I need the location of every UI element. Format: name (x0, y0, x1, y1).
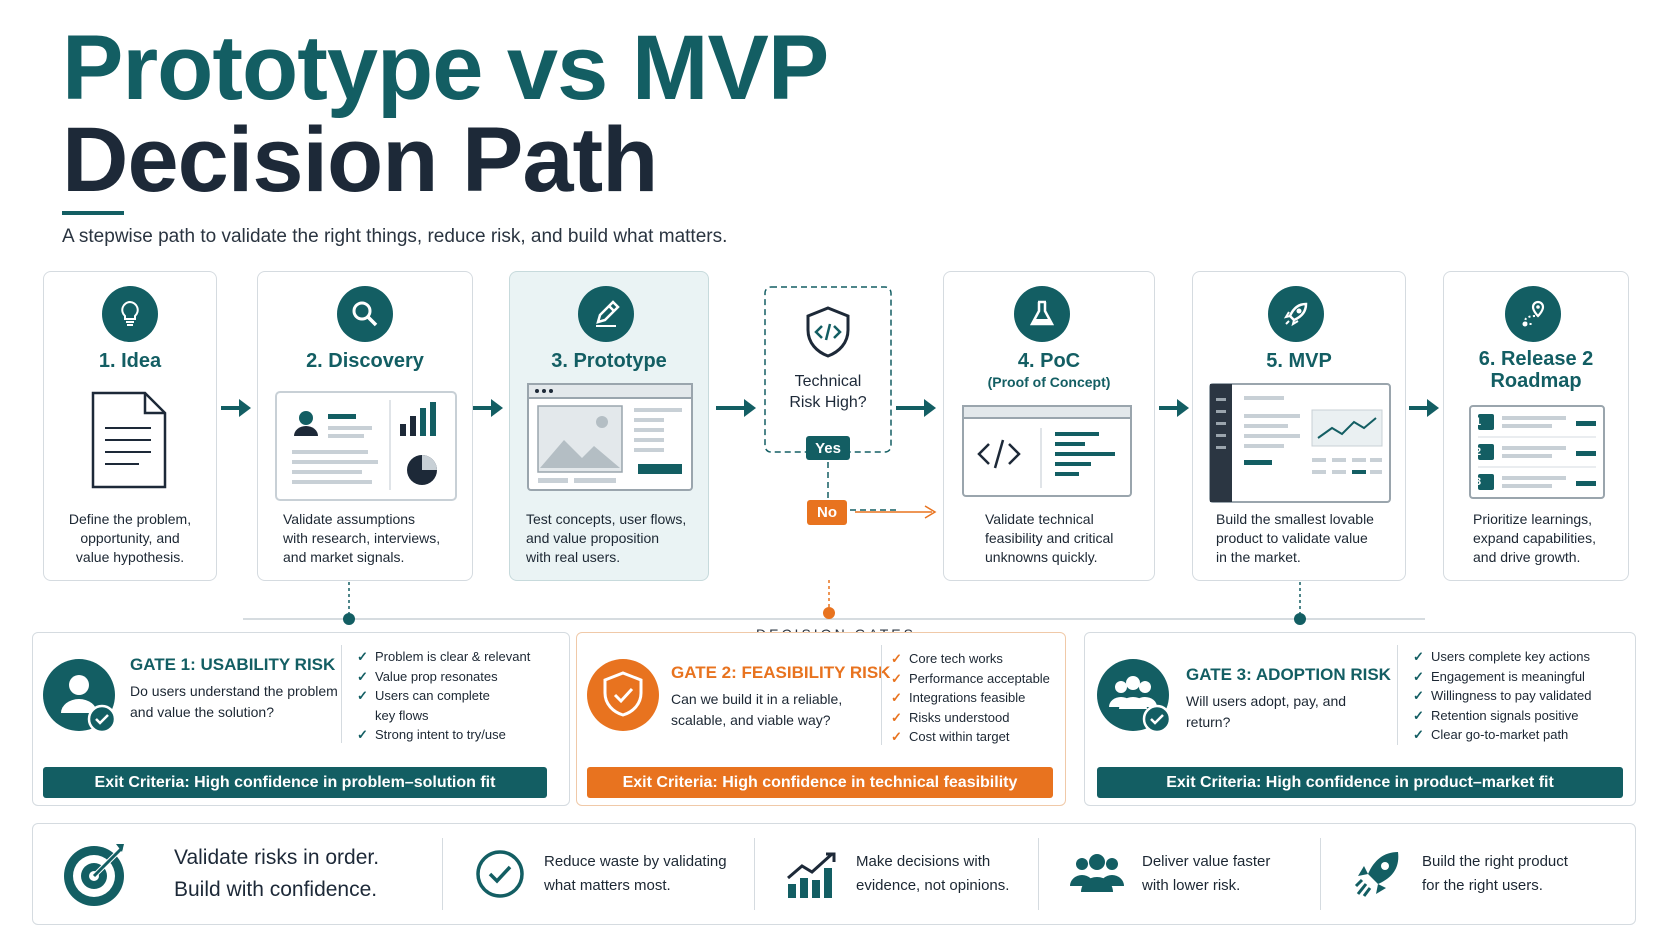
wireframe-illustration (527, 383, 693, 491)
gate-3-card: GATE 3: ADOPTION RISK Will users adopt, … (1084, 632, 1636, 806)
divider (341, 645, 342, 743)
roadmap-number: 2 (1474, 446, 1482, 458)
search-icon (337, 286, 393, 342)
step-title: 1. Idea (98, 350, 162, 372)
exit-criteria-bar: Exit Criteria: High confidence in proble… (43, 767, 547, 798)
divider (1397, 645, 1398, 745)
gate-title: GATE 2: FEASIBILITY RISK (671, 663, 891, 682)
gates-timeline (243, 580, 1425, 625)
gate-1-card: GATE 1: USABILITY RISK Do users understa… (32, 632, 570, 806)
divider (442, 838, 443, 910)
roadmap-number: 1 (1474, 416, 1482, 428)
step-desc: Test concepts, user flows,and value prop… (526, 511, 687, 565)
arrow-right-icon (221, 399, 251, 417)
exit-criteria-bar: Exit Criteria: High confidence in techni… (587, 767, 1053, 798)
growth-chart-icon (787, 852, 836, 898)
exit-criteria-bar: Exit Criteria: High confidence in produc… (1097, 767, 1623, 798)
step-title: 3. Prototype (551, 350, 667, 372)
document-icon (91, 391, 167, 489)
arrow-right-icon (473, 399, 503, 417)
lightbulb-icon (102, 286, 158, 342)
step-desc: Prioritize learnings,expand capabilities… (1473, 511, 1596, 565)
title-part1: Prototype vs (62, 17, 608, 119)
gate-title: GATE 1: USABILITY RISK (130, 655, 336, 674)
roadmap-list-illustration (1469, 405, 1605, 499)
user-check-icon (43, 659, 117, 734)
page-subtitle: A stepwise path to validate the right th… (62, 226, 728, 247)
step-title: 4. PoC (1017, 350, 1081, 372)
step-subtitle: (Proof of Concept) (987, 374, 1111, 390)
summary-tagline: Validate risks in order.Build with confi… (174, 846, 380, 901)
gate-title: GATE 3: ADOPTION RISK (1186, 665, 1391, 684)
page-title: Prototype vs MVP Decision Path (62, 22, 829, 211)
step-title: 2. Discovery (306, 350, 424, 372)
arrow-right-icon (1409, 399, 1439, 417)
gate-2-card: GATE 2: FEASIBILITY RISK Can we build it… (576, 632, 1066, 806)
pencil-icon (578, 286, 634, 342)
divider (881, 645, 882, 745)
research-dashboard-illustration (275, 391, 457, 501)
rocket-icon (1268, 286, 1324, 342)
shield-check-icon (587, 659, 659, 731)
summary-bar (32, 823, 1636, 925)
roadmap-pin-icon (1505, 286, 1561, 342)
users-check-icon (1097, 659, 1172, 734)
gate-checklist: Problem is clear & relevant Value prop r… (357, 647, 530, 745)
title-part2: MVP (631, 17, 829, 119)
title-line2: Decision Path (62, 109, 658, 211)
step-title: 5. MVP (1266, 350, 1332, 372)
step-card-prototype: 3. Prototype Test concepts, user flows,a… (509, 271, 709, 581)
arrow-right-icon (1159, 399, 1189, 417)
step-card-idea: 1. Idea Define the problem,opportunity, … (43, 271, 217, 581)
target-icon (64, 844, 124, 906)
decision-yes-badge: Yes (806, 436, 850, 460)
step-card-poc: 4. PoC (Proof of Concept) Validate techn… (943, 271, 1155, 581)
divider (1038, 838, 1039, 910)
arrow-right-icon (716, 399, 756, 417)
gate-checklist: Core tech works Performance acceptable I… (891, 649, 1050, 747)
decision-no-badge: No (807, 500, 847, 525)
title-underline (62, 211, 124, 215)
code-window-illustration (962, 405, 1132, 497)
check-circle-icon (476, 850, 524, 898)
arrow-right-icon (896, 399, 936, 417)
flask-icon (1014, 286, 1070, 342)
team-icon (1070, 854, 1124, 892)
gate-question: Can we build it in a reliable,scalable, … (671, 691, 843, 728)
roadmap-number: 3 (1474, 476, 1482, 488)
gate-checklist: Users complete key actions Engagement is… (1413, 647, 1591, 745)
dashboard-illustration (1209, 383, 1391, 503)
divider (1320, 838, 1321, 910)
divider (754, 838, 755, 910)
shield-code-icon (806, 306, 850, 358)
rocket-icon (1354, 852, 1399, 897)
